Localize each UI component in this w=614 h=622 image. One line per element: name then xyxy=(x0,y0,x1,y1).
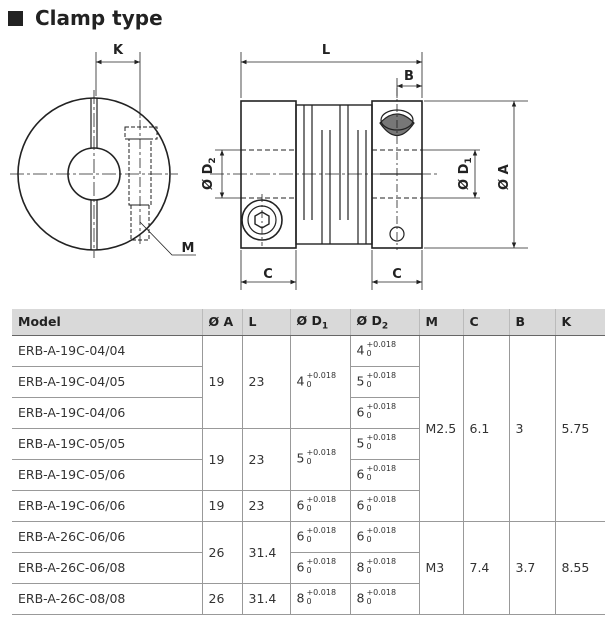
model-cell: ERB-A-26C-06/08 xyxy=(12,552,202,584)
header-l: L xyxy=(241,309,290,336)
side-view xyxy=(210,88,440,250)
header-a: Ø A xyxy=(201,309,242,336)
header-c: C xyxy=(462,309,509,336)
l-cell: 23 xyxy=(241,490,290,522)
a-cell: 19 xyxy=(201,490,242,522)
dim-b-label: B xyxy=(404,69,414,84)
k-cell: 5.75 xyxy=(554,335,605,522)
section-title: Clamp type xyxy=(8,4,163,32)
model-cell: ERB-A-19C-06/06 xyxy=(12,490,202,522)
model-cell: ERB-A-19C-04/06 xyxy=(12,397,202,429)
l-cell: 23 xyxy=(241,335,290,429)
dim-a-label: Ø A xyxy=(497,164,512,190)
dim-c-left-label: C xyxy=(263,267,273,282)
model-cell: ERB-A-19C-05/06 xyxy=(12,459,202,491)
l-cell: 31.4 xyxy=(241,583,290,615)
side-view-dimensions xyxy=(215,52,528,290)
section-title-text: Clamp type xyxy=(35,6,163,30)
a-cell: 19 xyxy=(201,335,242,429)
square-bullet-icon xyxy=(8,10,23,26)
spec-table: Model Ø A L Ø D1 Ø D2 M C B K ERB-A-19C-… xyxy=(12,309,605,615)
a-cell: 19 xyxy=(201,428,242,491)
b-cell: 3.7 xyxy=(508,521,555,615)
header-d1: Ø D1 xyxy=(289,309,350,336)
front-view xyxy=(10,52,196,258)
table-header-row: Model Ø A L Ø D1 Ø D2 M C B K xyxy=(12,309,605,336)
header-d2: Ø D2 xyxy=(349,309,419,336)
a-cell: 26 xyxy=(201,521,242,584)
model-cell: ERB-A-19C-04/05 xyxy=(12,366,202,398)
k-cell: 8.55 xyxy=(554,521,605,615)
l-cell: 23 xyxy=(241,428,290,491)
header-k: K xyxy=(554,309,605,336)
dim-d1-label: Ø D1 xyxy=(457,157,474,190)
dim-c-right-label: C xyxy=(392,267,402,282)
dim-l-label: L xyxy=(322,43,330,58)
model-cell: ERB-A-26C-08/08 xyxy=(12,583,202,615)
model-cell: ERB-A-26C-06/06 xyxy=(12,521,202,553)
dim-d2-label: Ø D2 xyxy=(201,157,218,190)
header-b: B xyxy=(508,309,555,336)
b-cell: 3 xyxy=(508,335,555,522)
a-cell: 26 xyxy=(201,583,242,615)
m-cell: M2.5 xyxy=(418,335,463,522)
m-cell: M3 xyxy=(418,521,463,615)
model-cell: ERB-A-19C-04/04 xyxy=(12,335,202,367)
l-cell: 31.4 xyxy=(241,521,290,584)
header-m: M xyxy=(418,309,463,336)
header-model: Model xyxy=(12,309,202,336)
c-cell: 6.1 xyxy=(462,335,509,522)
dim-k-label: K xyxy=(113,43,124,58)
dim-m-label: M xyxy=(182,241,195,256)
model-cell: ERB-A-19C-05/05 xyxy=(12,428,202,460)
technical-drawing: K L B M C C Ø D2 Ø D1 Ø A xyxy=(10,43,528,290)
c-cell: 7.4 xyxy=(462,521,509,615)
